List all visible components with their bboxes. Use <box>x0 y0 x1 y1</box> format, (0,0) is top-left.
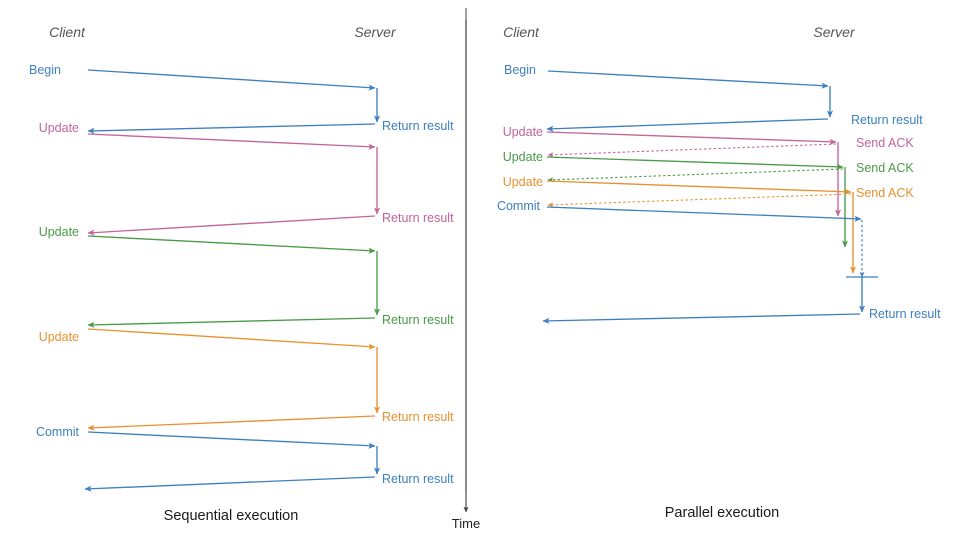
arrow-seq-u3-res <box>87 415 376 431</box>
message-label-seq-r4: Return result <box>382 410 454 424</box>
message-label-seq-commit: Commit <box>36 425 80 439</box>
message-label-par-begin: Begin <box>504 63 536 77</box>
sequential-server-actor-label: Server <box>354 24 397 40</box>
parallel-panel-caption: Parallel execution <box>665 505 779 521</box>
message-label-par-commit: Commit <box>497 199 541 213</box>
message-label-seq-r2: Return result <box>382 211 454 225</box>
message-label-seq-u3: Update <box>39 330 79 344</box>
arrow-seq-u3-req <box>87 328 376 350</box>
message-label-par-u2: Update <box>503 150 543 164</box>
arrow-par-begin-res <box>546 118 829 132</box>
arrow-seq-u1-req <box>87 133 376 150</box>
message-label-seq-r5: Return result <box>382 472 454 486</box>
arrow-par-u1-req <box>546 131 837 145</box>
arrow-par-begin-req <box>547 70 829 89</box>
message-label-par-ack1: Send ACK <box>856 136 914 150</box>
arrow-par-commit-res <box>542 313 861 324</box>
arrow-par-u2-ackline <box>547 168 844 183</box>
time-axis-label: Time <box>452 516 480 531</box>
message-label-seq-begin: Begin <box>29 63 61 77</box>
arrow-par-u3-req <box>546 180 852 195</box>
message-label-par-r1: Return result <box>851 113 923 127</box>
message-label-seq-r1: Return result <box>382 119 454 133</box>
sequential-client-actor-label: Client <box>49 24 86 40</box>
arrow-seq-begin-req <box>87 69 376 91</box>
message-label-par-u3: Update <box>503 175 543 189</box>
arrow-seq-commit-req <box>87 431 376 449</box>
message-label-par-r2: Return result <box>869 307 941 321</box>
message-label-seq-u2: Update <box>39 225 79 239</box>
arrow-par-commit-req <box>546 206 862 222</box>
arrow-par-u3-ackline <box>547 193 852 208</box>
message-label-par-u1: Update <box>503 125 543 139</box>
arrow-seq-u2-req <box>87 235 376 254</box>
arrow-seq-u2-res <box>87 317 376 328</box>
message-label-seq-r3: Return result <box>382 313 454 327</box>
message-label-par-ack3: Send ACK <box>856 186 914 200</box>
parallel-client-actor-label: Client <box>503 24 540 40</box>
arrow-seq-u1-res <box>87 215 376 236</box>
parallel-server-actor-label: Server <box>813 24 856 40</box>
arrow-seq-begin-res <box>87 123 376 134</box>
arrow-seq-commit-res <box>84 476 376 492</box>
sequential-panel-caption: Sequential execution <box>164 508 299 524</box>
arrow-par-u1-ackline <box>547 143 837 158</box>
arrow-par-u2-req <box>546 156 844 170</box>
arrows-layer <box>84 69 878 492</box>
message-label-par-ack2: Send ACK <box>856 161 914 175</box>
message-label-seq-u1: Update <box>39 121 79 135</box>
